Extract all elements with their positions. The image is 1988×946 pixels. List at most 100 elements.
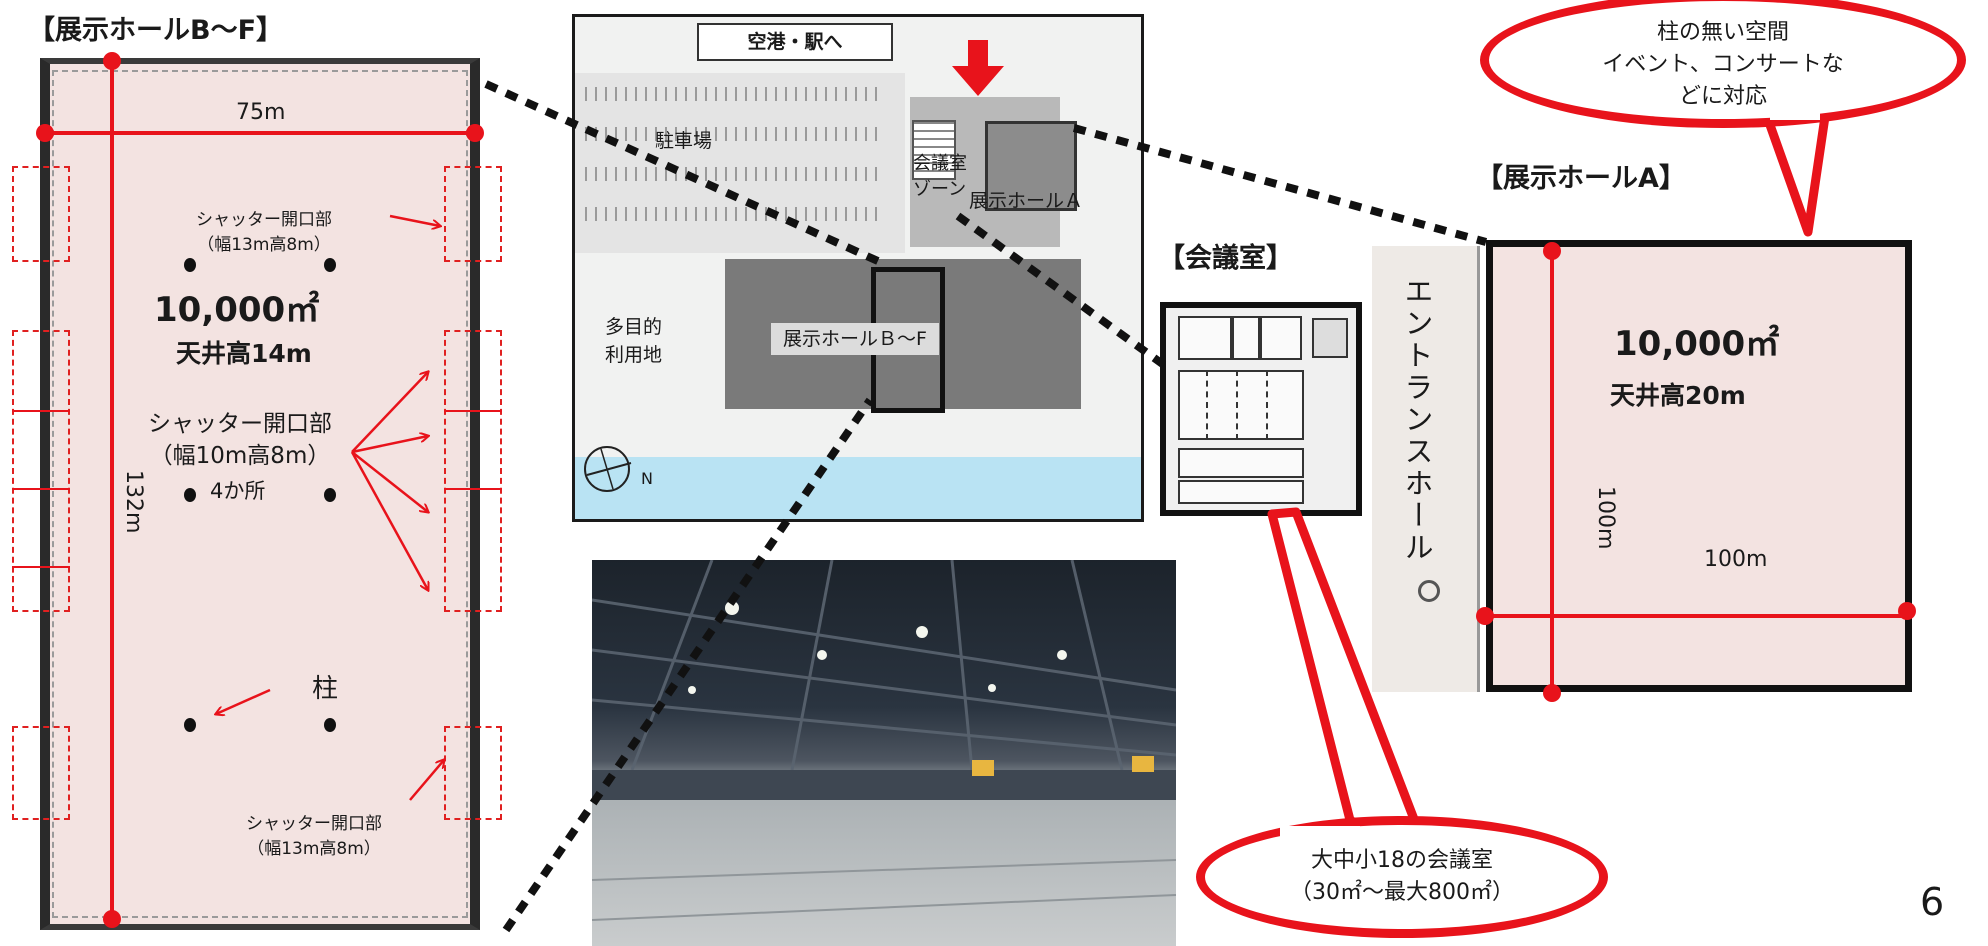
bubble-tail-join <box>1770 104 1820 120</box>
hall-a-height-line <box>1550 250 1554 694</box>
multi-use-line1: 多目的 <box>605 316 663 338</box>
entrance-circle-icon <box>1418 580 1440 602</box>
dimension-endpoint <box>36 124 54 142</box>
access-label: 空港・駅へ <box>697 23 893 61</box>
shutter-opening <box>12 166 70 262</box>
hall-bf-heading: 【展示ホールB〜F】 <box>28 15 284 46</box>
room <box>1178 448 1304 478</box>
entrance-hall-label: エントランスホール <box>1400 276 1434 564</box>
room <box>1178 370 1304 440</box>
meeting-zone-line2: ゾーン <box>913 179 967 200</box>
room <box>1312 318 1348 358</box>
hall-a-height-label: 100m <box>1593 486 1618 550</box>
shutter-mid-label: シャッター開口部 （幅10m高8m） <box>148 408 332 472</box>
shutter-mid-line1: シャッター開口部 <box>148 411 332 437</box>
meeting-bubble-line1: 大中小18の会議室 <box>1311 848 1493 873</box>
room <box>1206 370 1208 440</box>
shutter-top-line2: （幅13m高8m） <box>197 235 331 255</box>
site-map: 空港・駅へ 駐車場 会議室 ゾーン 展示ホールＡ 多目的 利用地 展示ホールＢ〜… <box>572 14 1144 522</box>
hall-a-bubble: 柱の無い空間 イベント、コンサートな どに対応 <box>1480 0 1966 128</box>
shutter-divider <box>444 488 502 490</box>
meeting-room-heading: 【会議室】 <box>1158 243 1293 274</box>
hall-a-bubble-line3: どに対応 <box>1678 84 1767 109</box>
meeting-zone-label: 会議室 ゾーン <box>913 151 967 203</box>
shutter-mid-count: 4か所 <box>210 479 266 503</box>
parking-lanes <box>585 207 885 221</box>
shutter-divider <box>12 566 70 568</box>
parking-area <box>575 73 905 253</box>
down-arrow-icon <box>952 40 1004 96</box>
hall-a-building <box>985 121 1077 211</box>
shutter-bottom-line2: （幅13m高8m） <box>247 839 381 859</box>
shutter-bottom-line1: シャッター開口部 <box>246 814 382 834</box>
multi-use-label: 多目的 利用地 <box>605 313 662 369</box>
dimension-endpoint <box>103 910 121 928</box>
shutter-divider <box>12 488 70 490</box>
parking-label: 駐車場 <box>655 130 713 152</box>
pillar <box>324 488 336 502</box>
room <box>1232 316 1260 360</box>
hall-bf-map-label: 展示ホールＢ〜F <box>771 323 939 355</box>
page-number: 6 <box>1920 880 1945 924</box>
hall-bf-inner-outline <box>52 70 468 918</box>
shutter-opening <box>444 166 502 262</box>
pillar <box>184 488 196 502</box>
dimension-endpoint <box>1898 602 1916 620</box>
hall-a-bubble-line1: 柱の無い空間 <box>1656 20 1789 45</box>
room <box>1178 316 1232 360</box>
compass-icon <box>579 439 639 499</box>
bubble-tail-join <box>1280 826 1360 846</box>
shutter-divider <box>12 410 70 412</box>
length-dimension-line <box>110 62 114 922</box>
parking-lanes <box>585 127 885 141</box>
room <box>1260 316 1302 360</box>
dimension-endpoint <box>1543 242 1561 260</box>
meeting-bubble-line2: （30㎡〜最大800㎡） <box>1290 880 1514 905</box>
width-label: 75m <box>236 100 286 125</box>
callout-arrows <box>0 214 520 801</box>
hall-a-map-label: 展示ホールＡ <box>969 190 1084 212</box>
room <box>1178 480 1304 504</box>
multi-use-line2: 利用地 <box>605 344 663 366</box>
width-dimension-line <box>44 131 476 135</box>
hall-interior-illustration <box>592 560 1176 921</box>
shutter-opening <box>12 726 70 820</box>
hall-bf-ceiling: 天井高14m <box>176 339 312 368</box>
hall-interior-photo <box>592 560 1176 946</box>
hall-a-heading: 【展示ホールA】 <box>1476 163 1686 194</box>
shutter-mid-line2: （幅10m高8m） <box>149 443 331 469</box>
dimension-endpoint <box>103 52 121 70</box>
length-label: 132m <box>121 470 146 534</box>
meeting-room-plan <box>1160 302 1362 516</box>
hall-bf-area: 10,000㎡ <box>154 290 320 330</box>
entrance-hall <box>1372 246 1480 692</box>
hall-a-bubble-line2: イベント、コンサートな <box>1602 52 1844 77</box>
pillar <box>324 718 336 732</box>
water-area <box>575 457 1141 519</box>
pillar <box>324 258 336 272</box>
compass-north-label: N <box>641 469 653 488</box>
pillar-label: 柱 <box>312 674 339 704</box>
meeting-room-bubble: 大中小18の会議室 （30㎡〜最大800㎡） <box>1196 816 1608 938</box>
meeting-zone-building <box>912 120 956 180</box>
shutter-opening <box>444 726 502 820</box>
room <box>1236 370 1238 440</box>
hall-a-width-label: 100m <box>1704 547 1768 572</box>
room <box>1266 370 1268 440</box>
shutter-divider <box>444 410 502 412</box>
shutter-opening <box>12 330 70 612</box>
dimension-endpoint <box>1476 607 1494 625</box>
parking-lanes <box>585 167 885 181</box>
shutter-opening <box>444 330 502 612</box>
pillar <box>184 718 196 732</box>
hall-a-area: 10,000㎡ <box>1614 324 1780 364</box>
dimension-endpoint <box>466 124 484 142</box>
hall-a-ceiling: 天井高20m <box>1610 381 1746 410</box>
hall-a-width-line <box>1486 614 1906 618</box>
meeting-zone-line1: 会議室 <box>913 153 967 174</box>
pillar <box>184 258 196 272</box>
parking-lanes <box>585 87 885 101</box>
dimension-endpoint <box>1543 684 1561 702</box>
